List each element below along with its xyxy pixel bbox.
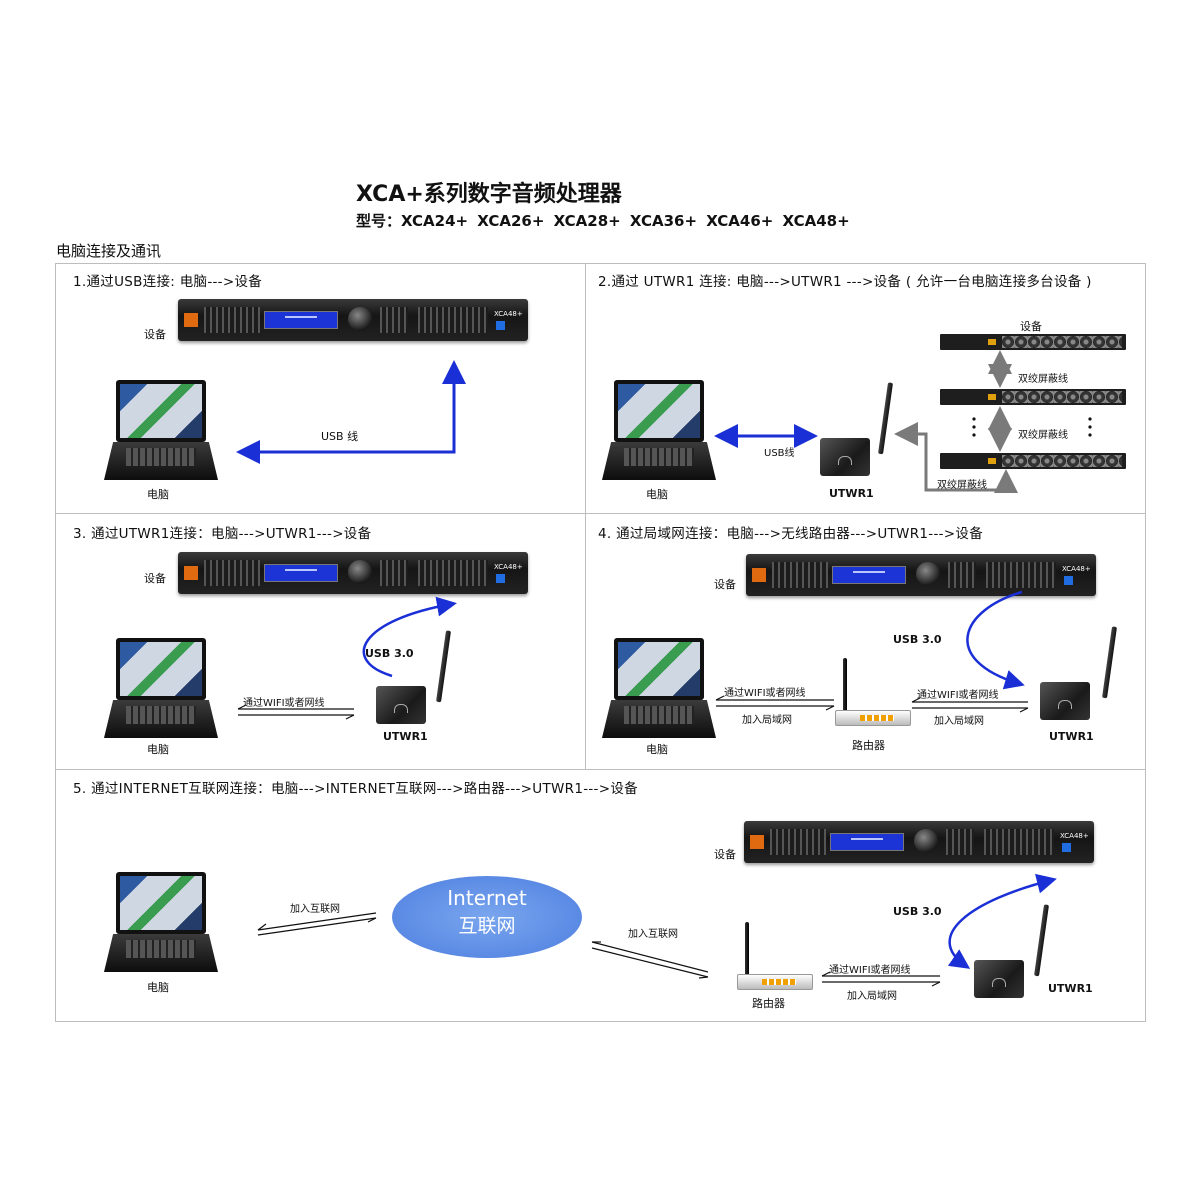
panel2-usb-label: USB线	[764, 448, 795, 459]
panel2-utwr-label: UTWR1	[829, 487, 874, 500]
panel5-device: XCA48+	[744, 821, 1094, 863]
panel1-device-label: 设备	[144, 328, 166, 341]
divider-row1	[56, 513, 1145, 514]
panel5-router-label: 路由器	[752, 997, 785, 1010]
rack-device-2	[940, 389, 1126, 405]
panel3-usb-label: USB 3.0	[365, 647, 414, 660]
lcd-display	[830, 833, 904, 851]
panel4-link2-label: 通过WIFI或者网线	[917, 690, 999, 701]
control-knob	[348, 307, 372, 331]
panel3-link-label: 通过WIFI或者网线	[243, 698, 325, 709]
fader-bank	[986, 562, 1056, 588]
device-model-label: XCA48+	[1060, 832, 1089, 840]
panel4-router	[835, 652, 913, 726]
fader-bank	[418, 307, 488, 333]
usb-port-icon	[496, 574, 505, 583]
panel3-device-label: 设备	[144, 572, 166, 585]
brand-logo-icon	[184, 313, 198, 327]
panel2-cable-arrows	[894, 350, 1018, 493]
device-model-label: XCA48+	[1062, 565, 1091, 573]
panel4-link2b-label: 加入局域网	[934, 716, 984, 727]
panel5-router	[737, 914, 815, 990]
model-list: 型号：XCA24+ XCA26+ XCA28+ XCA36+ XCA46+ XC…	[356, 212, 850, 230]
button-bank	[380, 560, 408, 586]
panel1-title: 1.通过USB连接: 电脑--->设备	[73, 274, 263, 290]
usb-port-icon	[1064, 576, 1073, 585]
panel4-link1-label: 通过WIFI或者网线	[724, 688, 806, 699]
device-model-label: XCA48+	[494, 310, 523, 318]
panel4-device-label: 设备	[714, 578, 736, 591]
usb-port-icon	[496, 321, 505, 330]
panel4-pc-label: 电脑	[646, 743, 668, 756]
lcd-display	[264, 564, 338, 582]
panel4-utwr-label: UTWR1	[1049, 730, 1094, 743]
page-title: XCA+系列数字音频处理器	[356, 182, 622, 207]
panel5-utwr-label: UTWR1	[1048, 982, 1093, 995]
diagram-frame	[55, 263, 1146, 1022]
panel4-router-label: 路由器	[852, 739, 885, 752]
panel2-cable-label-2: 双绞屏蔽线	[1018, 430, 1068, 441]
fader-bank	[418, 560, 488, 586]
panel2-cable-label-1: 双绞屏蔽线	[1018, 374, 1068, 385]
panel5-linkb-label: 加入局域网	[847, 991, 897, 1002]
button-bank	[946, 829, 974, 855]
button-bank	[948, 562, 976, 588]
divider-row2	[56, 769, 1145, 770]
panel2-pc-label: 电脑	[646, 488, 668, 501]
panel1-device: XCA48+	[178, 299, 528, 341]
panel1-usb-arrow	[236, 360, 466, 464]
panel1-pc-label: 电脑	[147, 488, 169, 501]
panel4-usb-arrow	[966, 590, 1025, 690]
brand-logo-icon	[750, 835, 764, 849]
panel5-join2-label: 加入互联网	[628, 929, 678, 940]
cloud-line2: 互联网	[458, 915, 516, 937]
panel5-join-arrows	[257, 912, 941, 987]
panel2-utwr-device	[820, 382, 900, 476]
brand-logo-icon	[184, 566, 198, 580]
lcd-display	[832, 566, 906, 584]
internet-cloud: Internet 互联网	[392, 876, 582, 958]
panel3-pc-label: 电脑	[147, 743, 169, 756]
panel3-usb-arrow	[362, 596, 457, 678]
panel2-title: 2.通过 UTWR1 连接: 电脑--->UTWR1 --->设备 ( 允许一台…	[598, 274, 1092, 290]
panel4-utwr-device	[1040, 626, 1120, 720]
fader-bank	[770, 829, 826, 855]
fader-bank	[204, 307, 260, 333]
control-knob	[916, 562, 940, 586]
fader-bank	[984, 829, 1054, 855]
lcd-display	[264, 311, 338, 329]
fader-bank	[772, 562, 828, 588]
panel4-link1b-label: 加入局域网	[742, 715, 792, 726]
control-knob	[914, 829, 938, 853]
panel3-title: 3. 通过UTWR1连接：电脑--->UTWR1--->设备	[73, 526, 372, 542]
panel4-usb-label: USB 3.0	[893, 633, 942, 646]
panel2-device-label: 设备	[1020, 320, 1042, 333]
panel5-device-label: 设备	[714, 848, 736, 861]
control-knob	[348, 560, 372, 584]
panel3-utwr-label: UTWR1	[383, 730, 428, 743]
section-heading: 电脑连接及通讯	[56, 242, 162, 260]
panel3-link-arrows	[237, 704, 355, 720]
rack-device-1	[940, 334, 1126, 350]
panel3-device: XCA48+	[178, 552, 528, 594]
panel5-join1-label: 加入互联网	[290, 904, 340, 915]
divider-vertical	[585, 264, 586, 769]
panel5-title: 5. 通过INTERNET互联网连接：电脑--->INTERNET互联网--->…	[73, 781, 638, 797]
panel5-usb-label: USB 3.0	[893, 905, 942, 918]
panel3-utwr-device	[376, 630, 456, 724]
device-model-label: XCA48+	[494, 563, 523, 571]
panel4-title: 4. 通过局域网连接：电脑--->无线路由器--->UTWR1--->设备	[598, 526, 983, 542]
panel5-pc-label: 电脑	[147, 981, 169, 994]
panel4-link-arrows	[715, 695, 1029, 713]
panel2-ellipsis	[972, 417, 1092, 437]
panel5-link-label: 通过WIFI或者网线	[829, 965, 911, 976]
cloud-line1: Internet	[447, 886, 527, 910]
brand-logo-icon	[752, 568, 766, 582]
fader-bank	[204, 560, 260, 586]
panel5-usb-arrow	[947, 873, 1057, 969]
button-bank	[380, 307, 408, 333]
usb-port-icon	[1062, 843, 1071, 852]
panel4-device: XCA48+	[746, 554, 1096, 596]
